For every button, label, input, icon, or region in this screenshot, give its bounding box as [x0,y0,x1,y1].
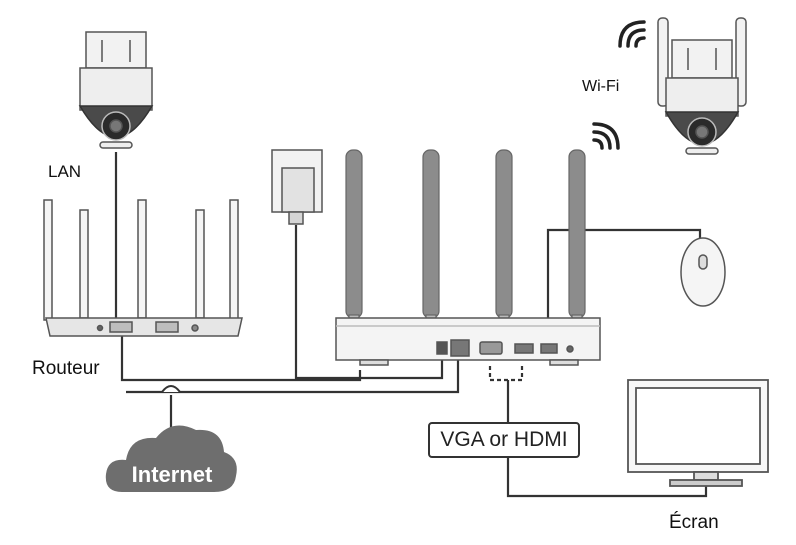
mouse-cable [546,228,702,345]
vga-hdmi-label: VGA or HDMI [440,428,568,451]
wifi-label: Wi-Fi [582,78,620,95]
nvr-wifi-icon [592,122,620,150]
power-adapter-icon [271,149,323,225]
router-cable [120,330,362,382]
cloud-icon [105,425,237,492]
internet-label: Internet [131,462,213,487]
vga-hdmi-box: VGA or HDMI [428,422,580,458]
cable-crossing [161,385,181,393]
lan-label: LAN [48,162,82,181]
mouse-icon [680,237,726,307]
power-cable [294,225,444,380]
router-label: Routeur [32,358,100,379]
nvr-lan-cable [126,355,460,394]
router-icon [43,199,243,337]
nvr-antennas [345,149,586,338]
ptz-camera-icon [78,31,154,149]
vga-hdmi-dashed [488,366,524,382]
wifi-ptz-camera-icon [657,17,747,155]
screen-label: Écran [669,512,719,533]
monitor-cable [506,458,708,498]
cables [114,152,708,498]
monitor-icon [627,379,769,487]
camera-wifi-icon [618,20,646,48]
nvr-recorder-icon [335,317,601,366]
